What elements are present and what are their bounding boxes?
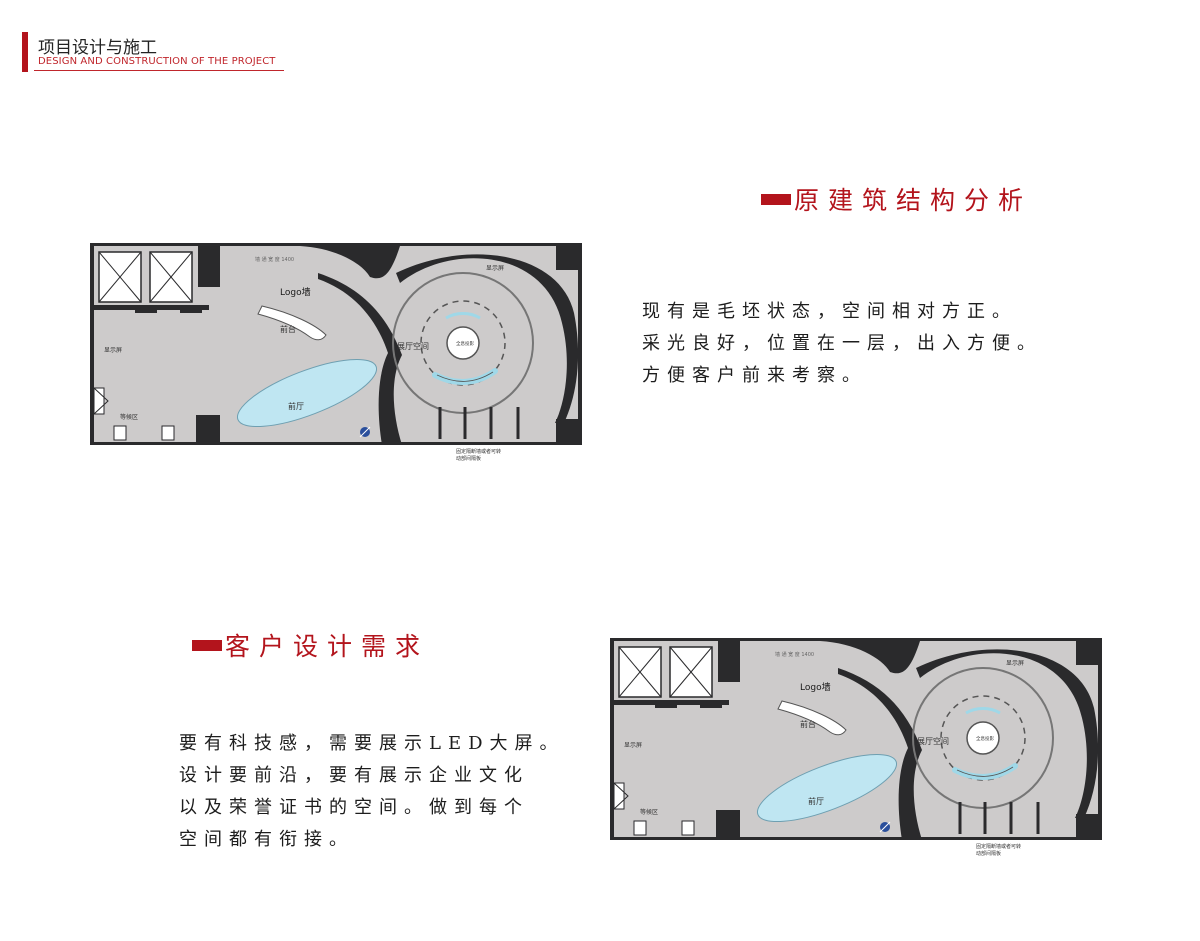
label-display-screen: 显示屏 (624, 742, 642, 749)
heading-marker (761, 194, 791, 205)
label-display-screen: 显示屏 (1006, 660, 1024, 667)
label-front-hall: 前厅 (288, 401, 304, 411)
label-front-hall: 前厅 (808, 796, 824, 806)
bottom-note: 固定隔断墙或者可转 (976, 843, 1021, 850)
label-exhibition-space: 展厅空间 (397, 341, 429, 351)
text-line: 采光良好，位置在一层，出入方便。 (642, 333, 1042, 354)
heading-text: 客户设计需求 (225, 632, 430, 661)
elevator-shafts (98, 251, 193, 303)
label-waiting-area: 等候区 (640, 808, 658, 816)
label-logo-wall: Logo墙 (280, 286, 311, 298)
page-subtitle: DESIGN AND CONSTRUCTION OF THE PROJECT (38, 56, 276, 67)
bottom-note: 动部间隔板 (456, 455, 481, 462)
bottom-note: 固定隔断墙或者可转 (456, 448, 501, 455)
floor-plan-requirements: 墙 通 宽 度 1400 Logo墙 前台 前厅 展厅空间 全息投影 显示屏 显… (610, 638, 1102, 870)
label-display-screen: 显示屏 (486, 265, 504, 272)
text-line: 现有是毛坯状态，空间相对方正。 (642, 301, 1017, 322)
label-projection: 全息投影 (976, 735, 994, 742)
label-front-desk: 前台 (280, 324, 296, 334)
page-header: 项目设计与施工 DESIGN AND CONSTRUCTION OF THE P… (22, 30, 284, 72)
floor-plan-drawing: 墙 通 宽 度 1400 Logo墙 前台 前厅 展厅空间 全息投影 显示屏 显… (610, 638, 1102, 857)
label-logo-wall: Logo墙 (800, 681, 831, 693)
page-title: 项目设计与施工 (38, 38, 157, 58)
floor-plan-existing: 墙 通 宽 度 1400 Logo墙 前台 前厅 展厅空间 全息投影 显示屏 显… (90, 243, 582, 475)
text-line: 以及荣誉证书的空间。做到每个 (179, 797, 529, 818)
text-line: 方便客户前来考察。 (642, 365, 867, 386)
label-waiting-area: 等候区 (120, 413, 138, 421)
label-projection: 全息投影 (456, 340, 474, 347)
top-note: 墙 通 宽 度 1400 (775, 651, 814, 658)
floor-plan-drawing: 墙 通 宽 度 1400 Logo墙 前台 前厅 展厅空间 全息投影 显示屏 显… (90, 243, 582, 462)
label-front-desk: 前台 (800, 719, 816, 729)
text-line: 空间都有衔接。 (179, 829, 354, 850)
text-line: 设计要前沿，要有展示企业文化 (179, 765, 529, 786)
top-note: 墙 通 宽 度 1400 (255, 256, 294, 263)
label-display-screen: 显示屏 (104, 347, 122, 354)
heading-marker (192, 640, 222, 651)
header-accent-bar (22, 32, 28, 72)
bottom-note: 动部间隔板 (976, 850, 1001, 857)
header-underline (34, 70, 284, 71)
structure-analysis-text: 现有是毛坯状态，空间相对方正。 采光良好，位置在一层，出入方便。 方便客户前来考… (642, 296, 1042, 392)
elevator-shafts (618, 646, 713, 698)
client-requirements-text: 要有科技感，需要展示LED大屏。 设计要前沿，要有展示企业文化 以及荣誉证书的空… (179, 728, 565, 856)
label-exhibition-space: 展厅空间 (917, 736, 949, 746)
heading-text: 原建筑结构分析 (794, 186, 1033, 215)
text-line: 要有科技感，需要展示LED大屏。 (179, 733, 565, 754)
